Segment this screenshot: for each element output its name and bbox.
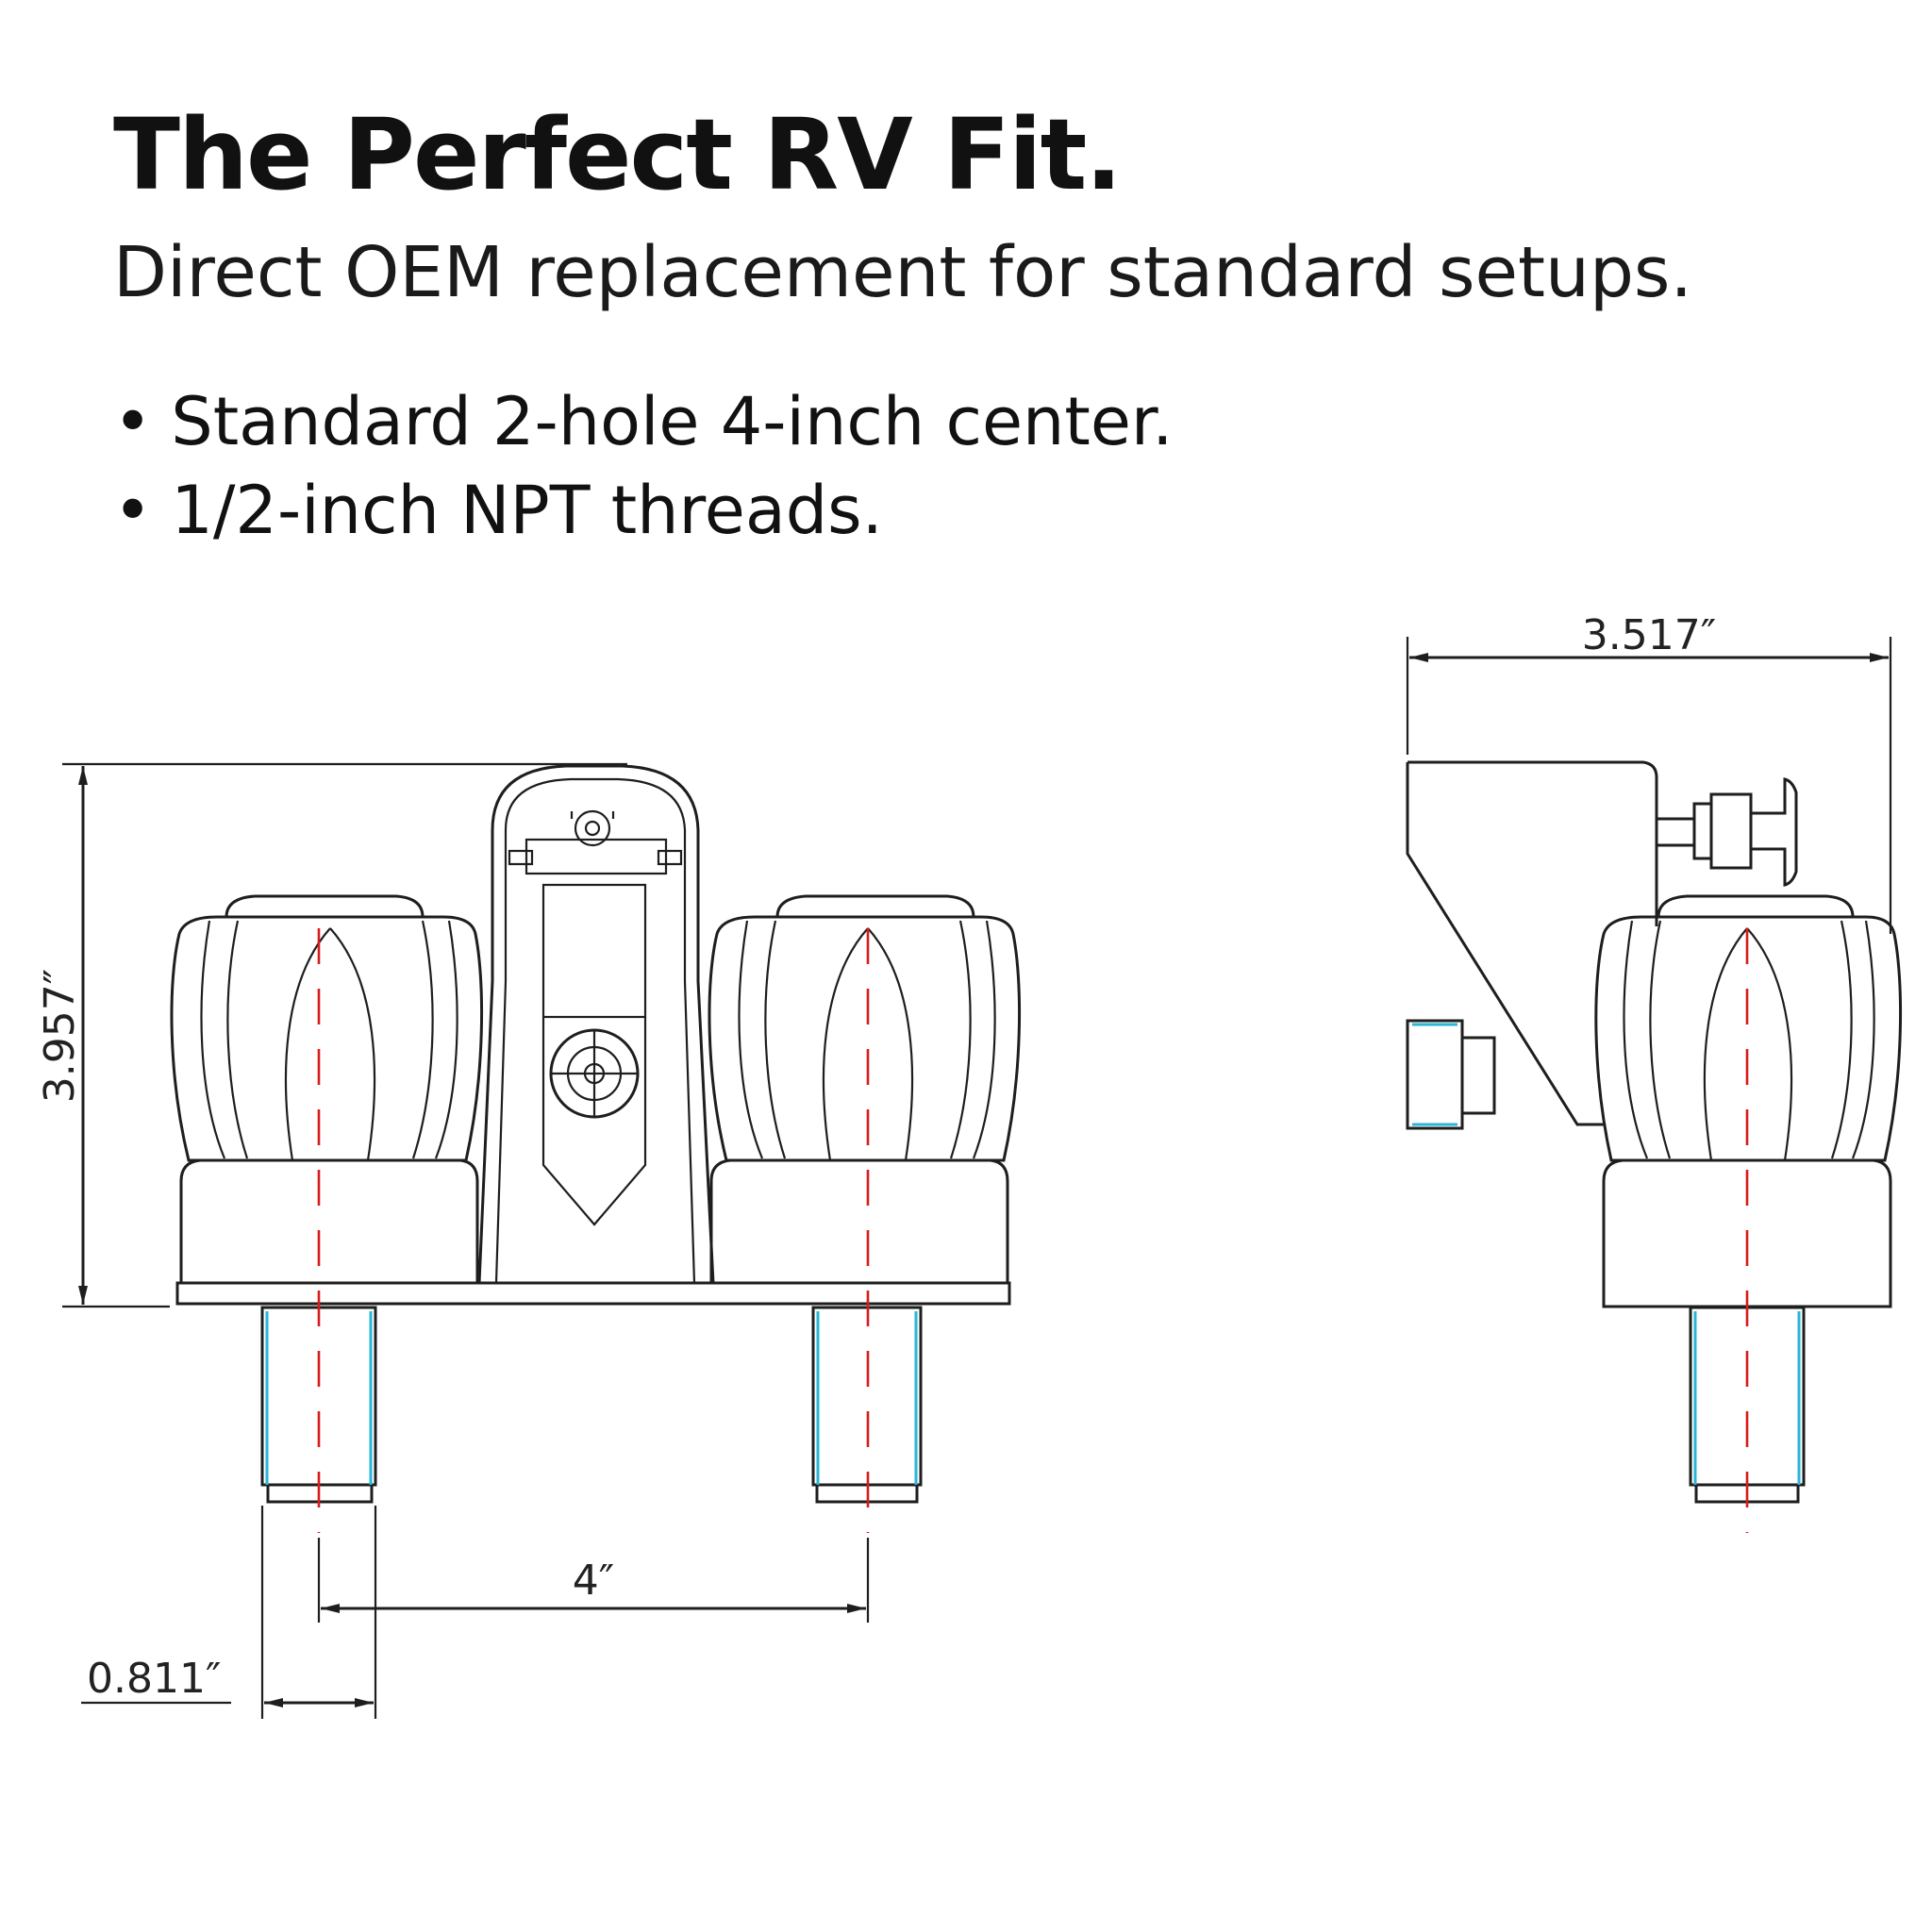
left-knob	[170, 894, 484, 1162]
right-handle-base	[709, 1158, 1009, 1283]
depth-dimension-label: 3.517″	[1582, 611, 1716, 659]
depth-dimension: 3.517″	[1406, 611, 1892, 934]
front-view: 3.957″ 4″ 0.811″	[36, 762, 1022, 1719]
feature-item-hole-spacing: Standard 2-hole 4-inch center.	[113, 377, 1173, 466]
feature-list: Standard 2-hole 4-inch center. 1/2-inch …	[113, 377, 1174, 555]
center-spacing-dimension: 4″	[317, 1538, 870, 1623]
center-spacing-label: 4″	[573, 1557, 614, 1605]
deck-plate	[175, 1281, 1011, 1306]
left-handle-base	[179, 1158, 479, 1283]
side-knob	[1594, 894, 1903, 1162]
aerator-valve	[574, 809, 611, 847]
shank-dimension: 0.811″	[81, 1506, 377, 1719]
side-spout-end	[1655, 777, 1798, 887]
page-subtitle: Direct OEM replacement for standard setu…	[113, 232, 1692, 313]
page-title: The Perfect RV Fit.	[113, 97, 1123, 212]
side-view: 3.517″	[1406, 611, 1903, 1533]
center-spout	[477, 764, 715, 1284]
height-dimension: 3.957″	[36, 762, 627, 1308]
side-body-profile	[1406, 760, 1658, 1126]
spout-top-bracket	[525, 838, 668, 875]
side-inlet	[1406, 1019, 1496, 1130]
shank-dimension-label: 0.811″	[87, 1655, 221, 1703]
right-knob	[708, 894, 1022, 1162]
spout-neck	[541, 883, 647, 1019]
height-dimension-label: 3.957″	[36, 969, 84, 1103]
feature-item-threads: 1/2-inch NPT threads.	[113, 466, 1174, 555]
